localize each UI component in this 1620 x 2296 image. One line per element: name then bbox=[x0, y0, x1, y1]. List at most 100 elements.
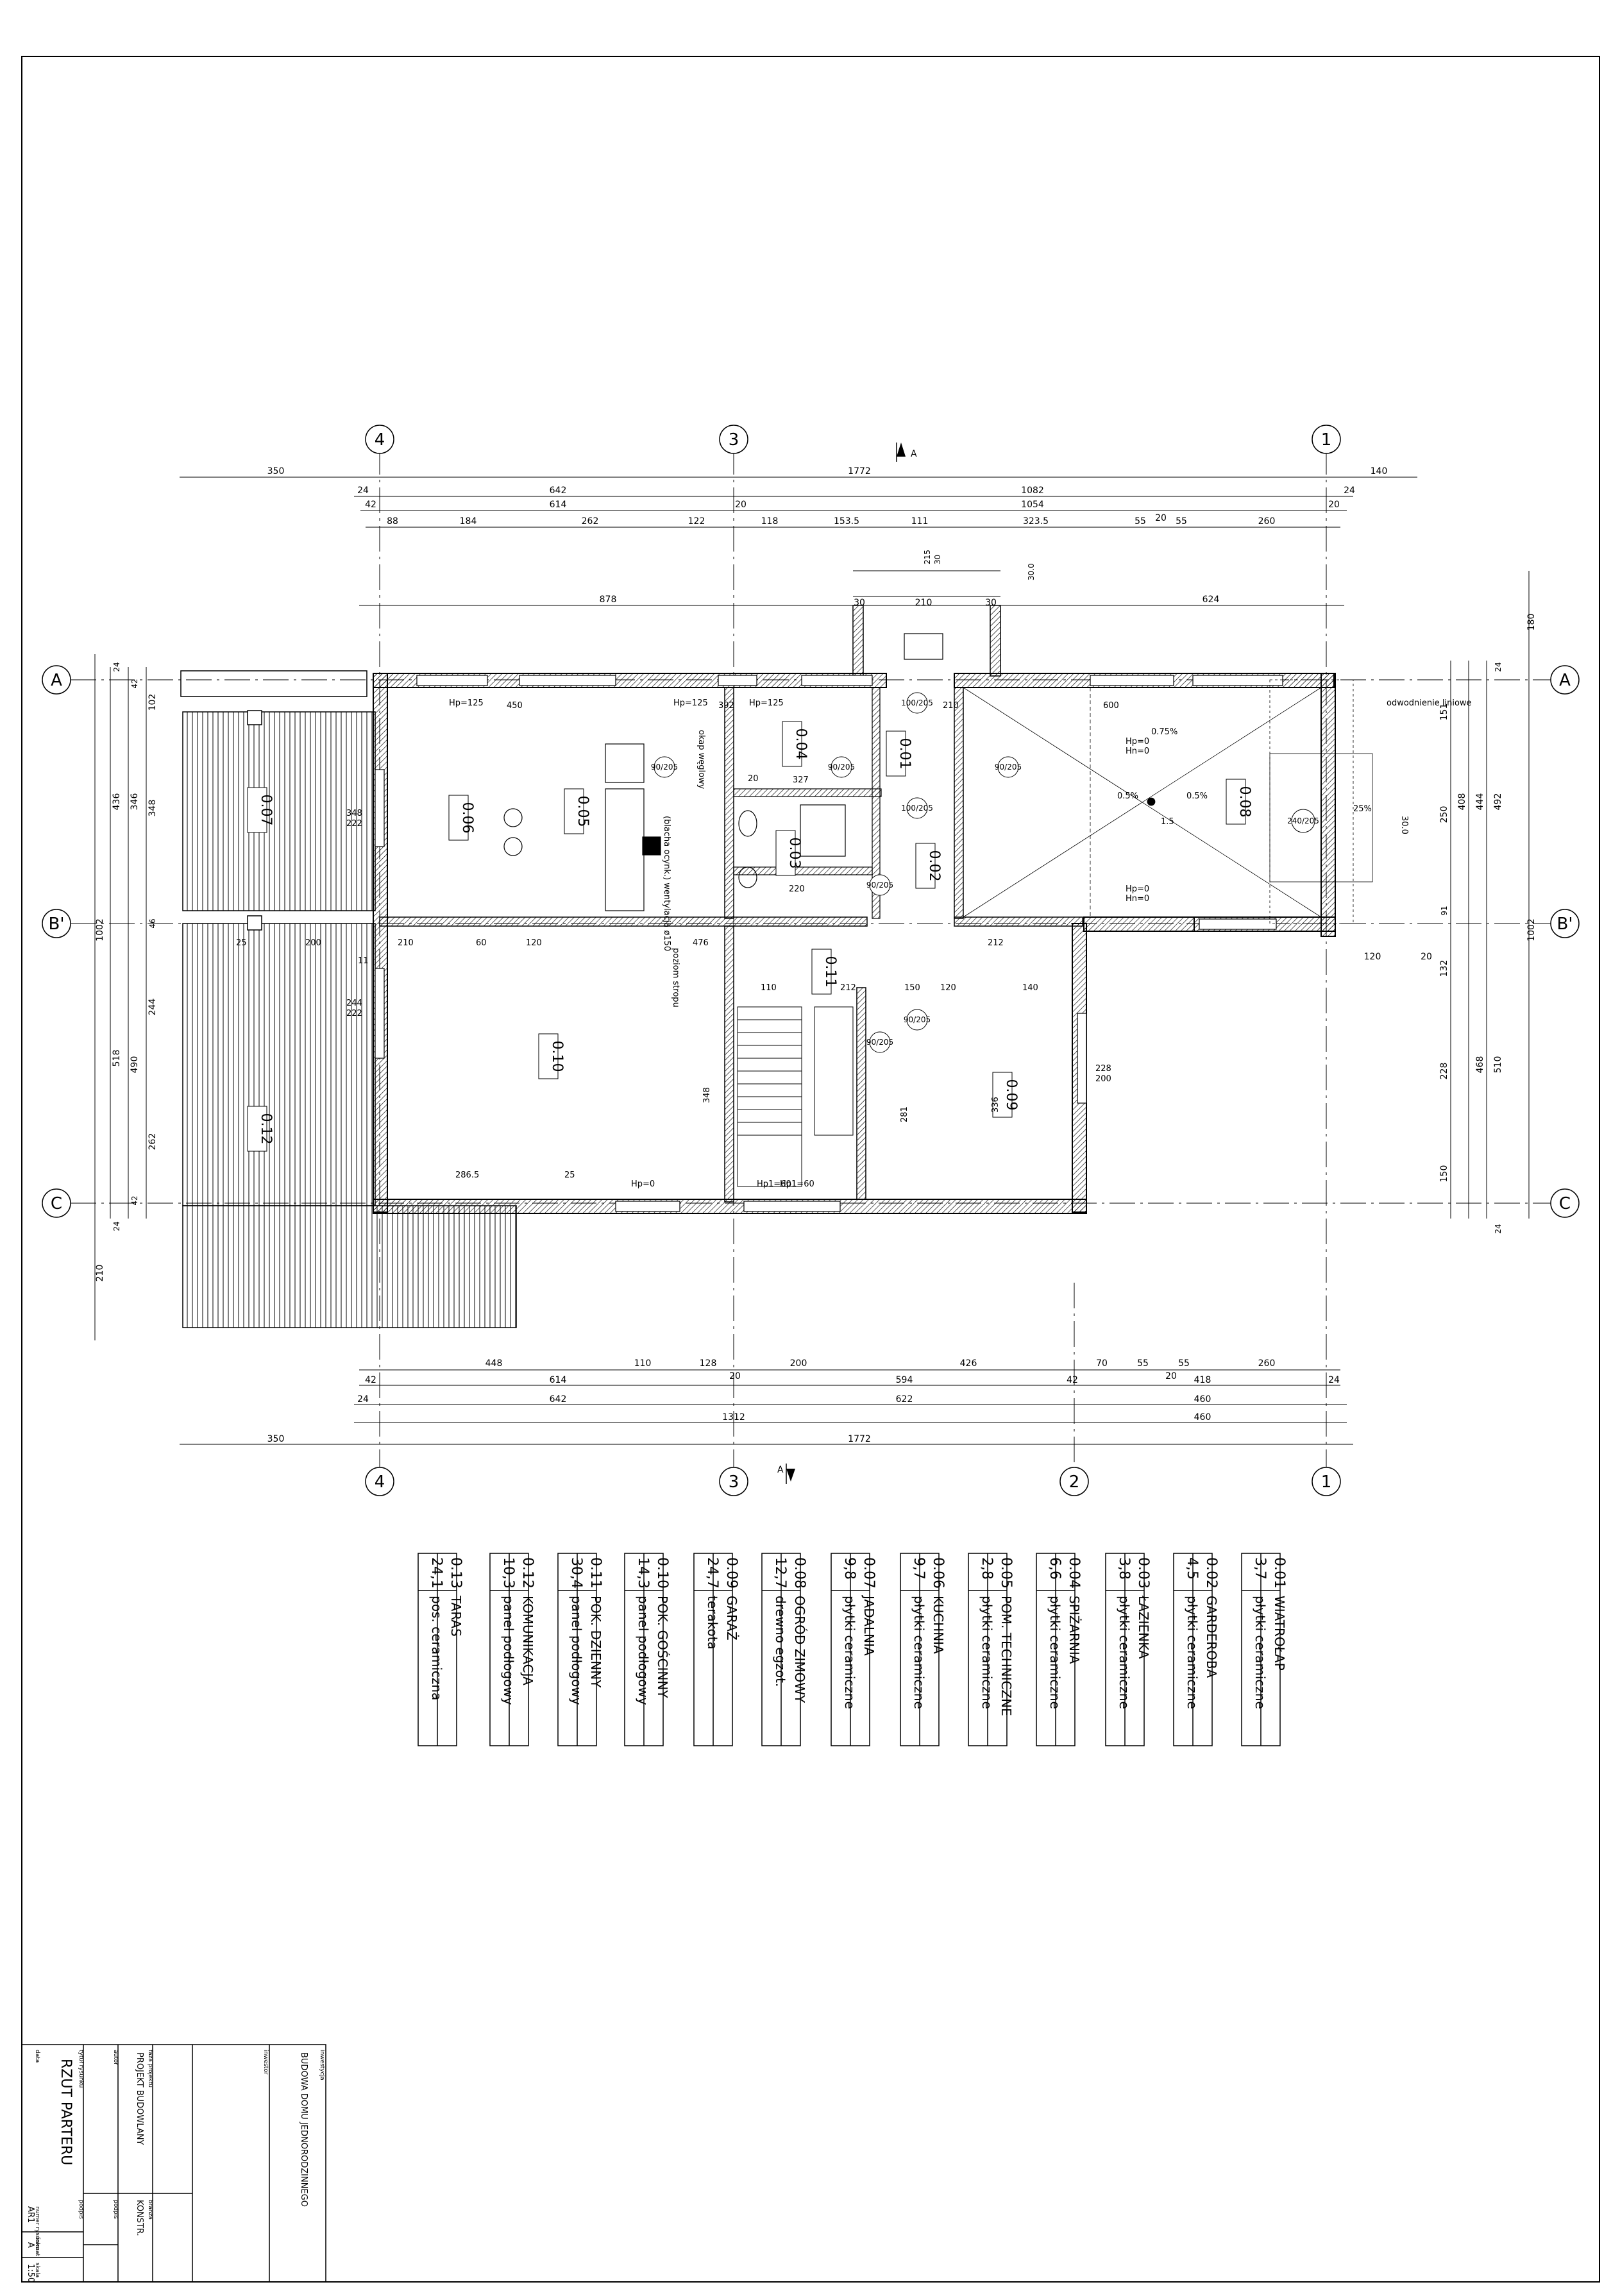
svg-text:24: 24 bbox=[357, 1394, 369, 1405]
door-tag: 90/205 bbox=[866, 1031, 893, 1053]
svg-text:1002: 1002 bbox=[95, 918, 105, 941]
svg-text:A: A bbox=[51, 671, 62, 690]
svg-text:600: 600 bbox=[1103, 701, 1119, 711]
svg-text:624: 624 bbox=[1202, 595, 1220, 605]
svg-text:numer rysunku: numer rysunku bbox=[34, 2206, 40, 2250]
svg-text:262: 262 bbox=[148, 1133, 158, 1151]
windows bbox=[375, 675, 1283, 1212]
svg-text:642: 642 bbox=[550, 1394, 567, 1405]
house-walls bbox=[373, 605, 1336, 1214]
svg-text:panel podłogowy: panel podłogowy bbox=[569, 1596, 584, 1705]
svg-text:data: data bbox=[34, 2050, 40, 2063]
svg-text:448: 448 bbox=[485, 1358, 503, 1369]
svg-text:płytki ceramiczne: płytki ceramiczne bbox=[1047, 1596, 1063, 1709]
svg-text:C: C bbox=[1559, 1194, 1571, 1213]
svg-text:518: 518 bbox=[112, 1050, 122, 1067]
winter-garden-roof-lines bbox=[963, 679, 1373, 924]
svg-text:0.03: 0.03 bbox=[786, 838, 802, 869]
svg-text:1:50: 1:50 bbox=[26, 2264, 35, 2283]
svg-text:111: 111 bbox=[911, 516, 929, 527]
svg-text:płytki ceramiczne: płytki ceramiczne bbox=[1117, 1596, 1132, 1709]
svg-text:24: 24 bbox=[1328, 1375, 1340, 1385]
axis-bubble-1-top: 1 bbox=[1312, 425, 1341, 454]
svg-text:20: 20 bbox=[735, 500, 747, 510]
svg-text:1.5: 1.5 bbox=[1161, 817, 1174, 827]
svg-text:0.13: 0.13 bbox=[448, 1557, 464, 1589]
svg-text:WIATROŁAP: WIATROŁAP bbox=[1272, 1596, 1287, 1671]
svg-text:4: 4 bbox=[375, 1473, 385, 1492]
svg-text:55: 55 bbox=[1178, 1358, 1190, 1369]
right-dimensions bbox=[1450, 571, 1530, 1219]
svg-text:120: 120 bbox=[940, 983, 956, 993]
door-tags: 90/205 90/205 90/205 100/205 90/205 100/… bbox=[651, 692, 1319, 1053]
svg-text:4: 4 bbox=[375, 430, 385, 450]
svg-text:90/205: 90/205 bbox=[904, 1015, 931, 1024]
section-marker-top: A bbox=[896, 443, 917, 462]
svg-text:348: 348 bbox=[346, 809, 362, 818]
svg-text:222: 222 bbox=[346, 819, 362, 829]
svg-text:60: 60 bbox=[476, 938, 487, 948]
svg-text:642: 642 bbox=[550, 485, 567, 496]
svg-text:B': B' bbox=[49, 915, 65, 934]
svg-text:0.09: 0.09 bbox=[723, 1557, 739, 1589]
svg-text:150: 150 bbox=[904, 983, 920, 993]
svg-text:JADALNIA: JADALNIA bbox=[861, 1594, 877, 1656]
svg-text:55: 55 bbox=[1137, 1358, 1149, 1369]
svg-text:42: 42 bbox=[130, 1195, 139, 1205]
svg-text:20: 20 bbox=[1328, 500, 1340, 510]
svg-text:autor: autor bbox=[112, 2050, 119, 2065]
fixtures bbox=[503, 633, 943, 911]
svg-text:6,6: 6,6 bbox=[1047, 1557, 1063, 1580]
svg-text:228: 228 bbox=[1095, 1064, 1111, 1074]
top-dimensions bbox=[180, 477, 1417, 606]
svg-text:inwestor: inwestor bbox=[262, 2050, 269, 2075]
svg-text:24,1: 24,1 bbox=[428, 1557, 444, 1589]
room-0-03: 0.03 bbox=[775, 830, 802, 876]
svg-text:476: 476 bbox=[693, 938, 709, 948]
svg-text:42: 42 bbox=[365, 500, 376, 510]
svg-text:444: 444 bbox=[1475, 793, 1485, 811]
svg-text:0.10: 0.10 bbox=[549, 1041, 565, 1072]
vestibule-dims: 210 30 30 215 30 30.0 bbox=[853, 550, 1036, 608]
svg-text:płytki ceramiczne: płytki ceramiczne bbox=[1253, 1596, 1268, 1709]
svg-text:odwodnienie liniowe: odwodnienie liniowe bbox=[1387, 698, 1472, 708]
svg-text:3: 3 bbox=[729, 430, 739, 450]
section-marker-bottom: A bbox=[777, 1464, 795, 1484]
svg-text:format: format bbox=[34, 2237, 40, 2256]
svg-text:20: 20 bbox=[1421, 952, 1432, 962]
svg-text:1054: 1054 bbox=[1021, 500, 1044, 510]
svg-text:24: 24 bbox=[112, 1221, 121, 1231]
svg-text:0.02: 0.02 bbox=[1203, 1557, 1219, 1589]
bottom-dim-labels: 448 110 128 200 426 70 55 55 260 42 614 … bbox=[267, 1358, 1340, 1444]
svg-text:OGRÓD ZIMOWY: OGRÓD ZIMOWY bbox=[792, 1596, 807, 1703]
left-dimensions bbox=[94, 654, 147, 1340]
svg-text:0.06: 0.06 bbox=[930, 1557, 946, 1589]
svg-text:podpis: podpis bbox=[112, 2200, 119, 2219]
svg-text:2,8: 2,8 bbox=[979, 1557, 995, 1580]
svg-text:90/205: 90/205 bbox=[828, 763, 855, 772]
svg-text:42: 42 bbox=[365, 1375, 376, 1385]
room-0-01: 0.01 bbox=[886, 730, 913, 777]
svg-text:25: 25 bbox=[236, 938, 247, 948]
svg-text:4,5: 4,5 bbox=[1184, 1557, 1200, 1580]
svg-text:GARDEROBA: GARDEROBA bbox=[1204, 1596, 1219, 1678]
svg-text:0.5%: 0.5% bbox=[1117, 791, 1138, 801]
svg-text:1312: 1312 bbox=[722, 1412, 745, 1422]
svg-text:20: 20 bbox=[1155, 513, 1167, 523]
svg-text:240/205: 240/205 bbox=[1287, 816, 1319, 825]
svg-text:C: C bbox=[51, 1194, 62, 1213]
sheet-border bbox=[21, 56, 1600, 2283]
svg-text:tytuł rysunku: tytuł rysunku bbox=[78, 2050, 84, 2088]
svg-text:614: 614 bbox=[550, 1375, 567, 1385]
svg-text:220: 220 bbox=[789, 884, 805, 894]
svg-text:212: 212 bbox=[840, 983, 856, 993]
svg-text:A: A bbox=[911, 449, 917, 459]
svg-text:0.04: 0.04 bbox=[1066, 1557, 1082, 1589]
svg-text:25%: 25% bbox=[1353, 804, 1372, 814]
axis-bubble-C-right: C bbox=[1550, 1188, 1580, 1218]
